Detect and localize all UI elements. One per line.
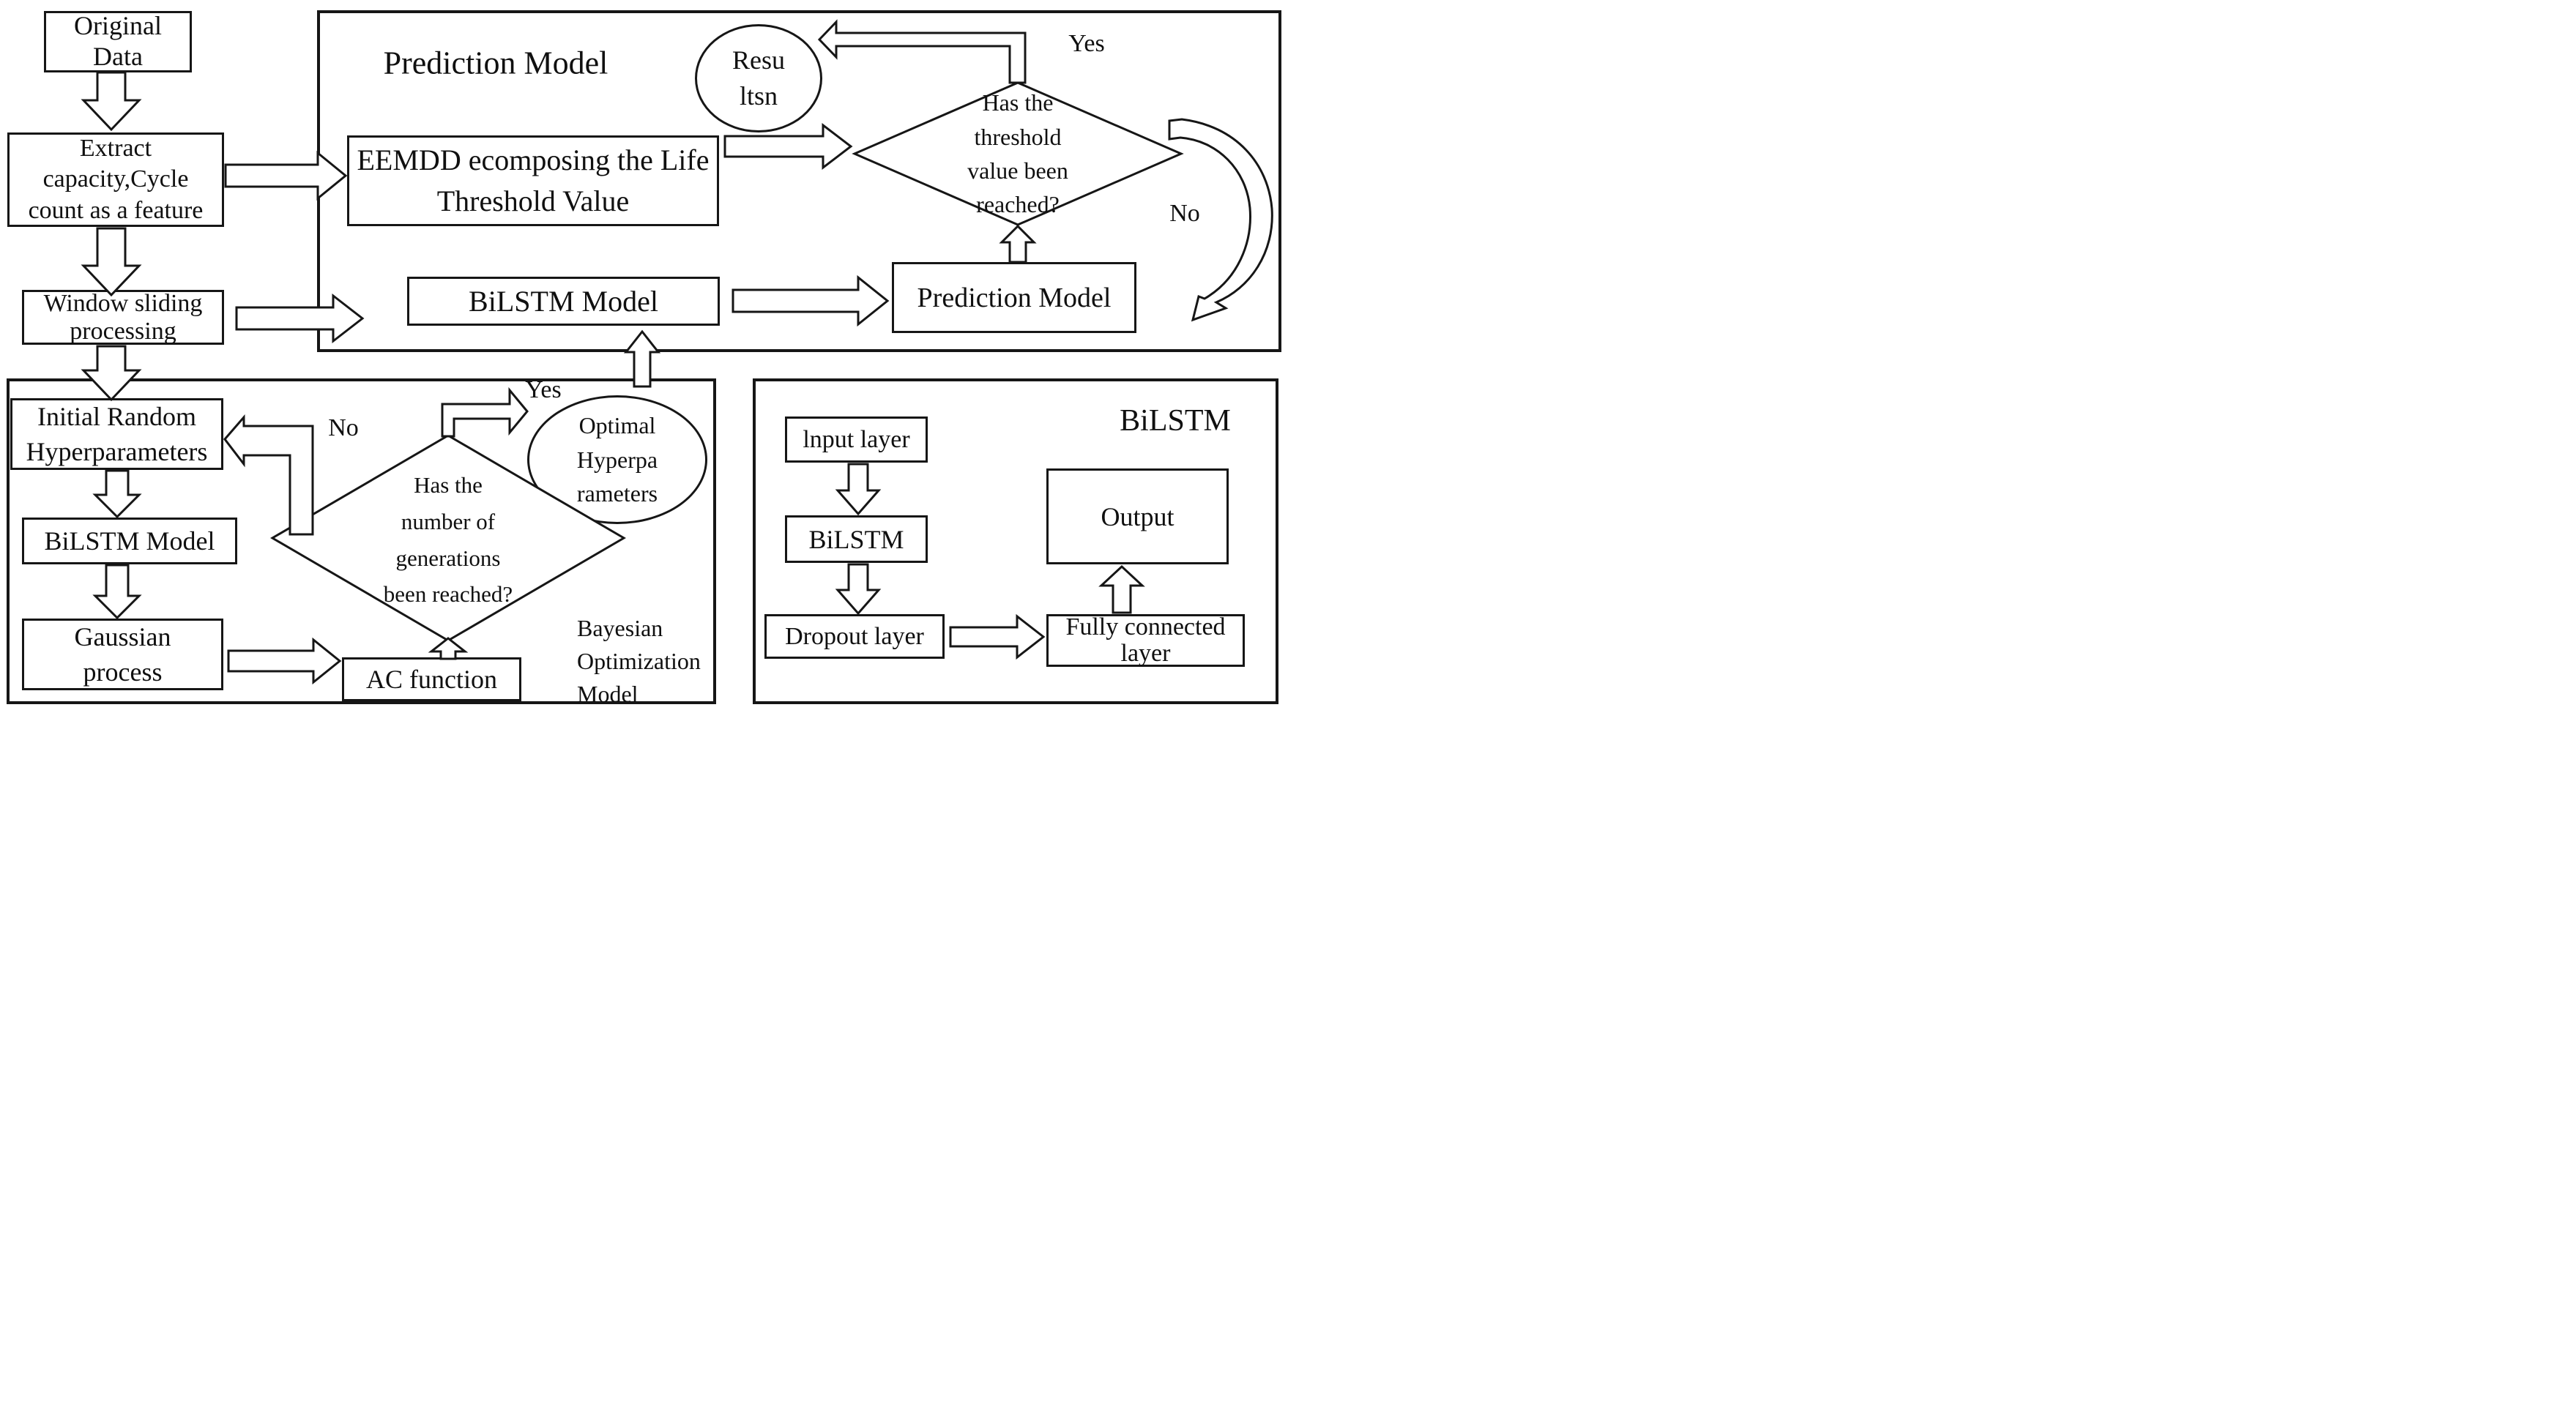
yes-label-bottom: Yes bbox=[525, 376, 562, 403]
extract-feature-box: Extract capacity,Cycle count as a featur… bbox=[7, 132, 224, 227]
results-line: ltsn bbox=[739, 81, 778, 111]
bilstm-box-line: BiLSTM bbox=[808, 524, 904, 554]
generations-line: generations bbox=[395, 545, 501, 571]
window-line: processing bbox=[70, 317, 176, 345]
window-line: Window sliding bbox=[43, 290, 203, 318]
initial-random-line: Hyperparameters bbox=[26, 437, 208, 466]
original-data-line: Original bbox=[74, 11, 162, 41]
eemdd-line: EEMDD ecomposing the Life bbox=[357, 143, 710, 176]
bilstm-model-left-box: BiLSTM Model bbox=[22, 518, 237, 564]
no-label-bottom: No bbox=[328, 414, 359, 441]
bayesian-optimization-label: Bayesian Optimization Model bbox=[577, 612, 701, 706]
threshold-line: value been bbox=[967, 157, 1068, 184]
ac-line: AC function bbox=[366, 665, 497, 694]
threshold-line: Has the bbox=[982, 89, 1054, 116]
flowchart-canvas: Original Data Extract capacity,Cycle cou… bbox=[0, 0, 1288, 706]
optimal-line: Optimal bbox=[578, 412, 656, 439]
eemdd-box: EEMDD ecomposing the Life Threshold Valu… bbox=[347, 135, 719, 226]
bilstm-container-title: BiLSTM bbox=[1120, 404, 1231, 438]
fully-connected-box: Fully connected layer bbox=[1046, 614, 1245, 667]
no-label-top: No bbox=[1169, 200, 1200, 227]
bayesian-label-line: Bayesian bbox=[577, 615, 663, 641]
output-line: Output bbox=[1101, 501, 1175, 531]
threshold-line: threshold bbox=[974, 123, 1062, 150]
arrow-original-to-extract bbox=[81, 71, 142, 132]
results-line: Resu bbox=[732, 45, 785, 75]
bayesian-label-line: Optimization bbox=[577, 647, 701, 674]
arrow-extract-to-window bbox=[81, 227, 142, 297]
bilstm-model-top-box: BiLSTM Model bbox=[407, 277, 720, 326]
fully-line: Fully connected bbox=[1065, 613, 1226, 641]
extract-line: capacity,Cycle bbox=[42, 165, 189, 193]
generations-diamond-text: Has the number of generations been reach… bbox=[338, 465, 558, 615]
dropout-layer-box: Dropout layer bbox=[764, 614, 945, 659]
prediction-box-line: Prediction Model bbox=[917, 282, 1112, 313]
prediction-container-title: Prediction Model bbox=[383, 45, 608, 81]
input-layer-line: lnput layer bbox=[803, 425, 910, 453]
optimal-line: rameters bbox=[576, 480, 658, 507]
bayesian-optimization-container bbox=[7, 378, 716, 704]
dropout-line: Dropout layer bbox=[785, 622, 924, 650]
prediction-model-box: Prediction Model bbox=[892, 262, 1136, 333]
bayesian-label-line: Model bbox=[577, 680, 639, 706]
initial-random-line: Initial Random bbox=[37, 401, 196, 431]
extract-line: Extract bbox=[79, 135, 152, 163]
generations-line: been reached? bbox=[383, 581, 513, 608]
threshold-diamond-text: Has the threshold value been reached? bbox=[908, 85, 1128, 223]
ac-function-box: AC function bbox=[342, 657, 521, 701]
window-sliding-box: Window sliding processing bbox=[22, 290, 224, 345]
optimal-line: Hyperpa bbox=[576, 446, 658, 473]
original-data-line: Data bbox=[93, 42, 143, 71]
initial-random-box: Initial Random Hyperparameters bbox=[10, 398, 223, 470]
bilstm-top-line: BiLSTM Model bbox=[469, 285, 658, 318]
original-data-box: Original Data bbox=[44, 11, 192, 72]
results-ellipse: Resu ltsn bbox=[695, 24, 822, 132]
generations-line: number of bbox=[401, 508, 496, 534]
extract-line: count as a feature bbox=[28, 196, 204, 224]
fully-line: layer bbox=[1120, 640, 1171, 667]
bilstm-container bbox=[753, 378, 1278, 704]
bilstm-box: BiLSTM bbox=[785, 515, 928, 563]
output-box: Output bbox=[1046, 468, 1229, 564]
input-layer-box: lnput layer bbox=[785, 416, 928, 463]
bilstm-left-line: BiLSTM Model bbox=[44, 526, 215, 556]
eemdd-line: Threshold Value bbox=[436, 184, 630, 217]
yes-label-top: Yes bbox=[1068, 30, 1105, 57]
generations-line: Has the bbox=[414, 472, 483, 498]
gaussian-line: Gaussian bbox=[74, 621, 171, 651]
gaussian-line: process bbox=[83, 657, 163, 687]
gaussian-process-box: Gaussian process bbox=[22, 619, 223, 690]
threshold-line: reached? bbox=[976, 191, 1060, 218]
